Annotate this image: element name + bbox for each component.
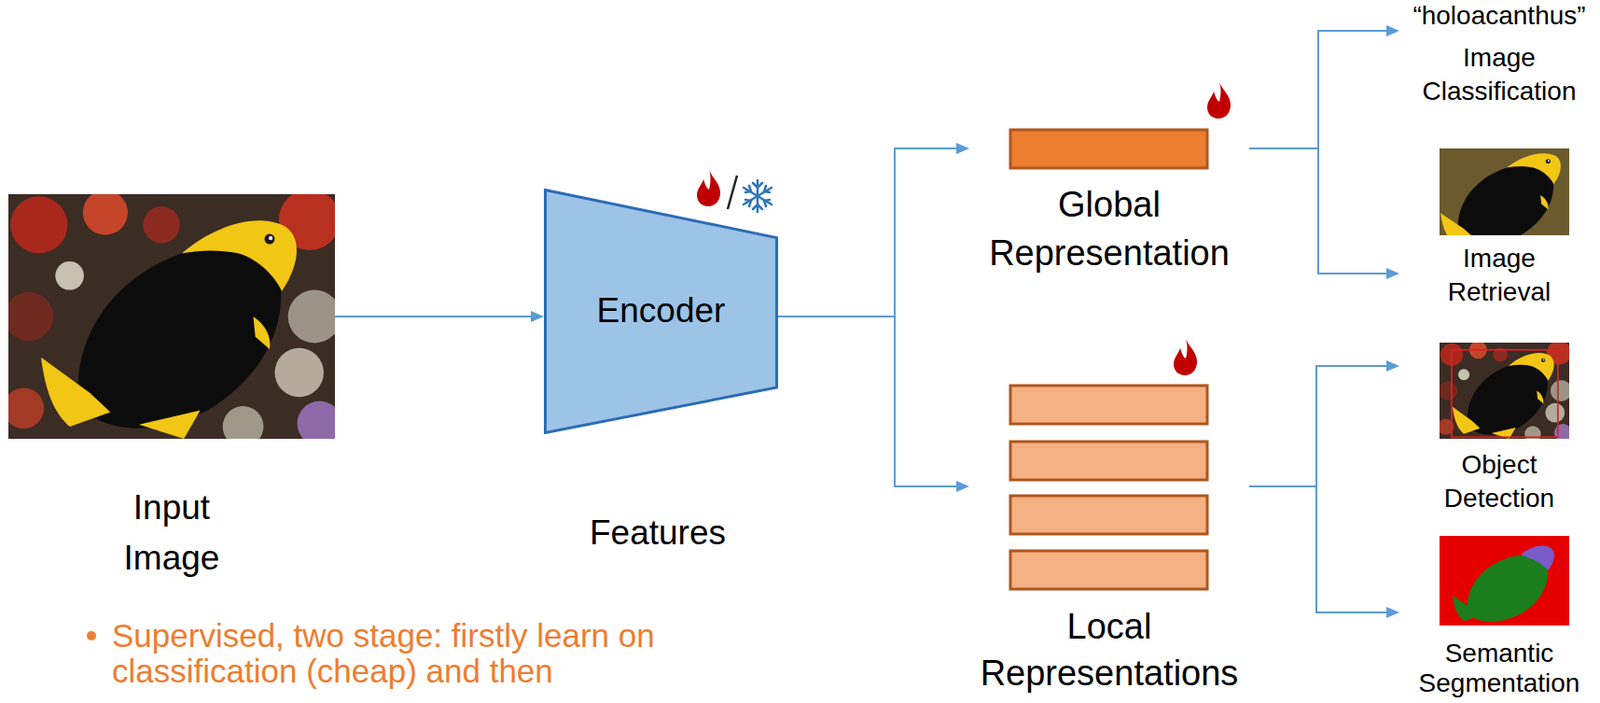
node-label: Local Representations: [980, 602, 1239, 696]
arrow-head: [956, 142, 970, 154]
diagram-node: Semantic Segmentation: [1399, 531, 1600, 698]
thumbnail-ground: [1425, 141, 1580, 249]
flow-arrow: [1249, 148, 1400, 279]
trainable-icon: [696, 168, 721, 207]
bullet-dot: [86, 630, 97, 640]
local-bar: [1010, 385, 1208, 424]
local-bar: [1010, 495, 1208, 534]
segmentation-thumbnail: [1439, 535, 1570, 626]
node-label: Image Retrieval: [1447, 241, 1551, 309]
arrow-head: [1386, 25, 1400, 37]
flow-arrow: [778, 142, 970, 317]
stage-label: Features: [583, 509, 733, 557]
reef-scene: [3, 189, 343, 447]
node-label: “holoacanthus”: [1412, 0, 1586, 32]
connector-line: [1249, 148, 1389, 274]
arrow-head: [956, 480, 970, 492]
connector-line: [1249, 30, 1389, 149]
label-box: Supervised, two stage: firstly learn on …: [111, 617, 784, 689]
bullet-note: Supervised, two stage: firstly learn on …: [111, 617, 784, 689]
local-bar: [1010, 441, 1208, 480]
slash-mark: [727, 175, 738, 209]
connector-line: [1249, 486, 1389, 613]
global-bar: [1010, 129, 1208, 168]
connector-line: [1249, 365, 1389, 487]
label-box: Features: [583, 509, 733, 557]
local-bar: [1010, 550, 1208, 589]
arrow-head: [1386, 360, 1400, 372]
connector-line: [334, 315, 533, 318]
diagram-node: Global Representation: [969, 129, 1250, 283]
background-mask: [1439, 535, 1570, 626]
node-label: Global Representation: [988, 180, 1230, 278]
detection-thumbnail: [1437, 340, 1573, 443]
fish-figure: [1440, 153, 1561, 249]
node-label: Image Classification: [1422, 41, 1577, 109]
connector-line: [778, 148, 959, 317]
node-label: Input Image: [124, 482, 221, 584]
flow-arrow: [1249, 360, 1400, 487]
connector-line: [778, 316, 959, 487]
retrieval-thumbnail: [1425, 141, 1580, 249]
diagram-node: “holoacanthus” Image Classification: [1399, 0, 1600, 109]
flow-arrow: [1249, 25, 1400, 149]
flow-arrow: [778, 316, 970, 492]
frozen-icon: [743, 180, 772, 212]
trainable-icon: [1173, 337, 1197, 376]
reef-scene: [1437, 340, 1573, 443]
tail-mask: [1452, 595, 1481, 621]
arrow-head: [1386, 606, 1400, 618]
arrow-head: [530, 310, 544, 322]
diagram-node: Object Detection: [1399, 338, 1600, 515]
fish-mask: [1467, 555, 1548, 622]
node-label: Object Detection: [1444, 447, 1555, 515]
diagram-node: Local Representations: [969, 385, 1250, 696]
arrow-head: [1386, 267, 1400, 279]
diagram-node: Image Retrieval: [1399, 144, 1600, 309]
encoder-trapezoid: Encoder: [543, 188, 779, 434]
flow-arrow: [1249, 486, 1400, 618]
flow-arrow: [334, 310, 544, 322]
diagram-node: Input Image: [8, 194, 335, 584]
fish-photo: [3, 189, 343, 447]
node-label: Encoder: [597, 289, 726, 333]
trainable-icon: [1207, 81, 1231, 119]
node-label: Semantic Segmentation: [1419, 638, 1581, 698]
bounding-box: [1451, 349, 1559, 438]
trapezoid-shape: [545, 190, 778, 433]
head-mask: [1520, 545, 1555, 571]
